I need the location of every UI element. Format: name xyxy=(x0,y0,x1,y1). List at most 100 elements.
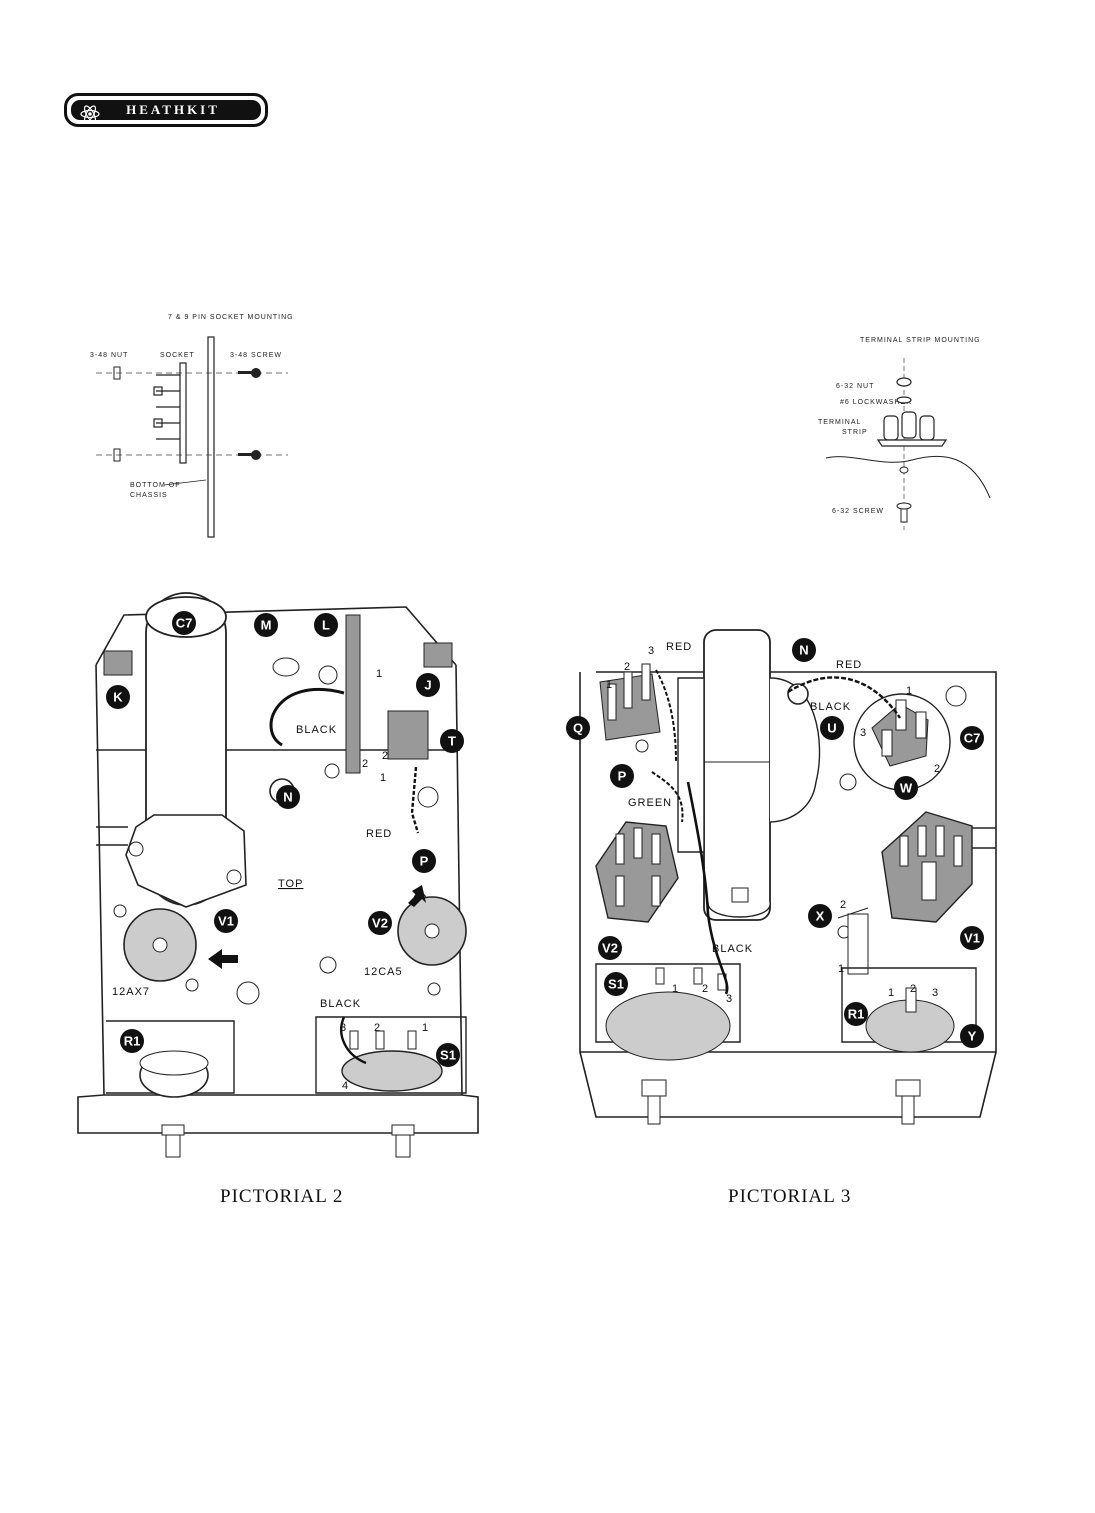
svg-text:P: P xyxy=(618,769,627,784)
label-q-2: 2 xyxy=(624,661,631,673)
label-t-2a: 2 xyxy=(382,750,389,762)
badge-s1: S1 xyxy=(436,1043,460,1067)
pictorial-3-caption: PICTORIAL 3 xyxy=(728,1186,852,1207)
pictorial-2-caption: PICTORIAL 2 xyxy=(220,1186,344,1207)
label-s1-3: 3 xyxy=(340,1022,347,1034)
label-r1-3: 3 xyxy=(932,987,939,999)
label-t-1b: 1 xyxy=(380,772,387,784)
badge-n: N xyxy=(276,785,300,809)
screw-632-label: 6-32 SCREW xyxy=(832,508,884,515)
svg-text:R1: R1 xyxy=(124,1034,141,1049)
label-u-3: 3 xyxy=(860,727,867,739)
svg-text:K: K xyxy=(113,690,123,705)
svg-text:V2: V2 xyxy=(372,916,388,931)
label-r1-1: 1 xyxy=(888,987,895,999)
pictorial-3-drawing: N Q U C7 P W X V2 V1 S1 R1 Y RED RED BLA… xyxy=(566,629,997,1125)
chassis-label-1: BOTTOM OF xyxy=(130,482,180,489)
socket-label: SOCKET xyxy=(160,352,195,359)
terminal-strip-mounting-diagram: TERMINAL STRIP MOUNTING 6-32 NUT #6 LOCK… xyxy=(818,337,991,530)
socket-mounting-title: 7 & 9 PIN SOCKET MOUNTING xyxy=(168,314,294,321)
svg-text:V1: V1 xyxy=(964,931,980,946)
badge-r1: R1 xyxy=(120,1029,144,1053)
svg-text:N: N xyxy=(799,643,808,658)
label-s1-1: 1 xyxy=(672,983,679,995)
logo-text: HEATHKIT xyxy=(126,102,220,117)
pictorial-2-drawing: C7 M L J K T N P V1 V2 R1 S1 BLACK RED T… xyxy=(77,592,479,1158)
label-black-s1: BLACK xyxy=(320,998,361,1010)
svg-text:Q: Q xyxy=(573,721,583,736)
label-12ca5: 12CA5 xyxy=(364,966,403,978)
label-red-q: RED xyxy=(666,641,692,653)
badge-x: X xyxy=(808,904,832,928)
svg-text:R1: R1 xyxy=(848,1007,865,1022)
svg-text:J: J xyxy=(424,678,431,693)
label-black-n: BLACK xyxy=(810,701,851,713)
badge-v1: V1 xyxy=(960,926,984,950)
badge-n: N xyxy=(792,638,816,662)
label-x-2: 2 xyxy=(840,899,847,911)
badge-y: Y xyxy=(960,1024,984,1048)
badge-r1: R1 xyxy=(844,1002,868,1026)
badge-l: L xyxy=(314,613,338,637)
svg-text:V1: V1 xyxy=(218,914,234,929)
label-red: RED xyxy=(366,828,392,840)
label-black-n: BLACK xyxy=(296,724,337,736)
label-s1-2: 2 xyxy=(702,983,709,995)
badge-v2: V2 xyxy=(598,936,622,960)
svg-text:X: X xyxy=(816,909,825,924)
screw-label: 3-48 SCREW xyxy=(230,352,282,359)
label-s1-4: 4 xyxy=(342,1080,349,1092)
badge-v2: V2 xyxy=(368,911,392,935)
label-u-1: 1 xyxy=(906,685,913,697)
svg-text:S1: S1 xyxy=(440,1048,456,1063)
label-q-1: 1 xyxy=(606,679,613,691)
badge-c7: C7 xyxy=(960,726,984,750)
svg-text:T: T xyxy=(448,734,456,749)
label-s1-1: 1 xyxy=(422,1022,429,1034)
label-r1-2: 2 xyxy=(910,983,917,995)
badge-m: M xyxy=(254,613,278,637)
badge-u: U xyxy=(820,716,844,740)
label-q-3: 3 xyxy=(648,645,655,657)
label-black-s1: BLACK xyxy=(712,943,753,955)
svg-text:M: M xyxy=(261,618,272,633)
strip-label-1: TERMINAL xyxy=(818,419,861,426)
badge-s1: S1 xyxy=(604,972,628,996)
nut-632-label: 6-32 NUT xyxy=(836,383,874,390)
svg-text:U: U xyxy=(827,721,836,736)
badge-w: W xyxy=(894,776,918,800)
label-x-1: 1 xyxy=(838,963,845,975)
label-s1-3: 3 xyxy=(726,993,733,1005)
strip-label-2: STRIP xyxy=(842,429,868,436)
chassis-label-2: CHASSIS xyxy=(130,492,168,499)
label-red-n: RED xyxy=(836,659,862,671)
badge-v1: V1 xyxy=(214,909,238,933)
svg-text:C7: C7 xyxy=(964,731,981,746)
badge-q: Q xyxy=(566,716,590,740)
label-green: GREEN xyxy=(628,797,672,809)
lockwasher-label: #6 LOCKWASHER xyxy=(840,399,912,406)
label-l-1: 1 xyxy=(376,668,383,680)
svg-text:W: W xyxy=(900,781,913,796)
svg-text:N: N xyxy=(283,790,292,805)
svg-text:Y: Y xyxy=(968,1029,977,1044)
badge-c7: C7 xyxy=(172,611,196,635)
terminal-mounting-title: TERMINAL STRIP MOUNTING xyxy=(860,337,981,344)
heathkit-logo: HEATHKIT xyxy=(64,93,268,127)
badge-p: P xyxy=(412,849,436,873)
socket-mounting-diagram: 7 & 9 PIN SOCKET MOUNTING 3-48 NUT SOCKE… xyxy=(90,314,294,538)
badge-k: K xyxy=(106,685,130,709)
nut-label: 3-48 NUT xyxy=(90,352,128,359)
badge-p: P xyxy=(610,764,634,788)
label-t-2b: 2 xyxy=(362,758,369,770)
badge-j: J xyxy=(416,673,440,697)
svg-text:S1: S1 xyxy=(608,977,624,992)
svg-text:C7: C7 xyxy=(176,616,193,631)
svg-text:P: P xyxy=(420,854,429,869)
label-top: TOP xyxy=(278,878,303,890)
label-s1-2: 2 xyxy=(374,1022,381,1034)
label-u-2: 2 xyxy=(934,763,941,775)
svg-text:V2: V2 xyxy=(602,941,618,956)
svg-text:L: L xyxy=(322,618,330,633)
